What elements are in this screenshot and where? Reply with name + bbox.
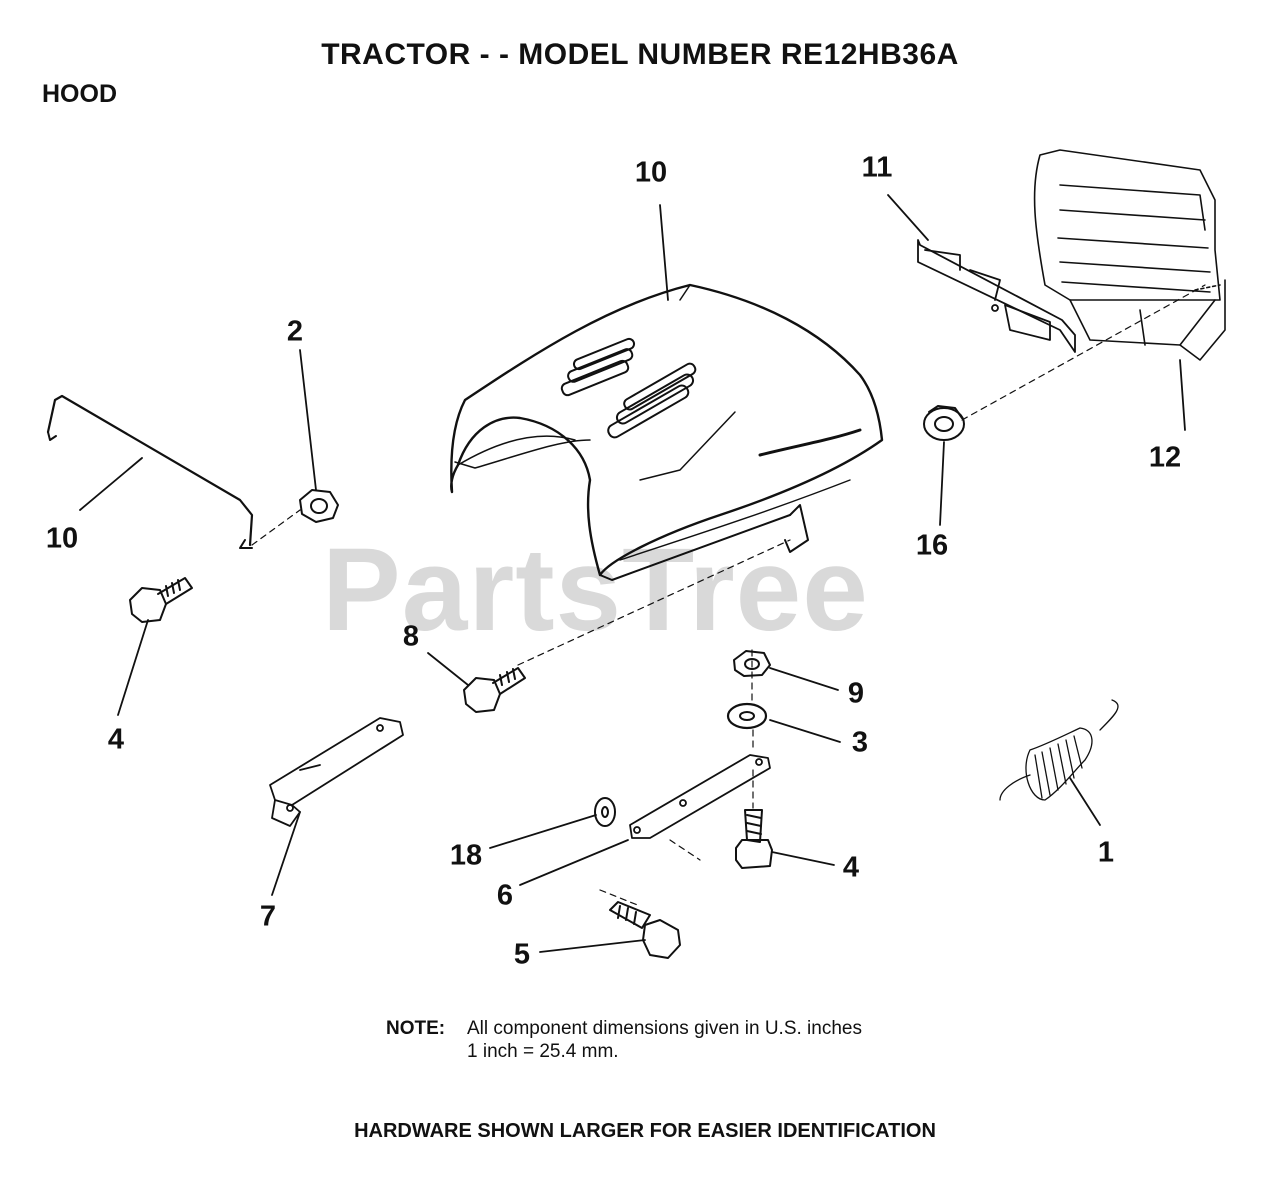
bracket-part-12 [917, 239, 1076, 353]
watermark: PartsTree [322, 524, 869, 656]
bolt-part-8 [463, 667, 526, 713]
callout-10: 10 [45, 522, 79, 555]
hood-part-11 [450, 283, 884, 581]
grille-part-13 [1033, 149, 1226, 361]
callout-18: 18 [449, 839, 483, 872]
nut-part-2 [299, 489, 339, 523]
strap-part-6 [629, 754, 771, 839]
callout-4-left: 4 [107, 723, 125, 756]
callout-12: 11 [861, 151, 893, 184]
footer-caption: HARDWARE SHOWN LARGER FOR EASIER IDENTIF… [354, 1120, 936, 1142]
washer-part-18 [594, 797, 616, 827]
callout-9: 9 [847, 677, 865, 710]
spring-part-1 [999, 699, 1119, 801]
note-line-1: All component dimensions given in U.S. i… [467, 1018, 862, 1039]
callout-7: 7 [259, 900, 277, 933]
bolt-part-4-right [735, 809, 773, 869]
nut-part-16 [923, 405, 965, 441]
bolt-part-5 [609, 901, 681, 959]
bracket-part-7 [269, 717, 404, 827]
washer-part-3 [726, 702, 768, 730]
callout-3: 3 [851, 726, 869, 759]
callout-6: 6 [496, 879, 514, 912]
callout-16: 16 [915, 529, 949, 562]
assembly-lines [251, 284, 1206, 907]
callout-5: 5 [513, 938, 531, 971]
section-label: HOOD [42, 80, 117, 108]
leader-lines [79, 194, 1186, 953]
callout-2: 2 [286, 315, 304, 348]
note-line-2: 1 inch = 25.4 mm. [467, 1041, 619, 1062]
callout-1: 1 [1097, 836, 1115, 869]
callout-8: 8 [402, 620, 420, 653]
diagram-title: TRACTOR - - MODEL NUMBER RE12HB36A [321, 38, 959, 71]
callout-13: 12 [1148, 441, 1182, 474]
bolt-part-4-left [129, 577, 193, 623]
note-label: NOTE: [386, 1018, 446, 1039]
nut-part-9 [733, 650, 771, 677]
rod-part-10 [46, 394, 254, 549]
callout-4-right: 4 [842, 851, 860, 884]
callout-11: 10 [634, 156, 668, 189]
